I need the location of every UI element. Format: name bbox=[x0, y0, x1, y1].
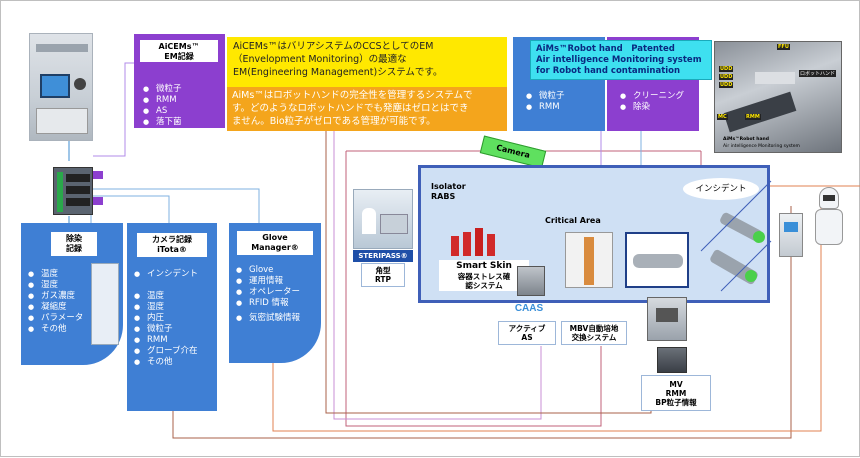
decon-item-list: 温度 湿度 ガス濃度 凝縮度 パラメータ その他 bbox=[27, 269, 83, 335]
list-item: 湿度 bbox=[133, 302, 198, 313]
steripass-photo bbox=[353, 189, 413, 249]
mc-label: MC bbox=[717, 114, 728, 120]
glove-manager-box: Glove Manager® Glove 運用情報 オペレーター RFID 情報… bbox=[229, 223, 321, 363]
mv-device-image bbox=[647, 297, 687, 341]
ffu-label: FFU bbox=[777, 44, 790, 50]
list-item: その他 bbox=[27, 324, 83, 335]
list-item: グローブ介在 bbox=[133, 346, 198, 357]
aicems-item-list: 微粒子 RMM AS 落下菌 bbox=[142, 84, 182, 128]
list-item: Glove bbox=[235, 265, 300, 276]
list-item: RMM bbox=[133, 335, 198, 346]
list-item: 気密試験情報 bbox=[235, 313, 300, 324]
steripass-label: 角型 RTP bbox=[361, 263, 405, 287]
list-item: クリーニング bbox=[619, 91, 684, 102]
robot-caption-2: Air intelligence Monitoring system bbox=[723, 144, 800, 149]
aims-header: AiMs™Robot hand Patented Air intelligenc… bbox=[530, 40, 712, 80]
list-item: RFID 情報 bbox=[235, 298, 300, 309]
camera-record-box: カメラ記録 iTota® インシデント . 温度 湿度 内圧 微粒子 RMM グ… bbox=[127, 223, 217, 411]
network-switch-image bbox=[53, 167, 93, 215]
list-item: 微粒子 bbox=[142, 84, 182, 95]
list-item: RMM bbox=[525, 102, 565, 113]
isolator-title: Isolator RABS bbox=[431, 182, 466, 201]
list-item: 湿度 bbox=[27, 280, 83, 291]
log-sheet-image bbox=[91, 263, 119, 345]
rmm-device-image bbox=[657, 347, 687, 373]
camera-item-list: インシデント . 温度 湿度 内圧 微粒子 RMM グローブ介在 その他 bbox=[133, 269, 198, 368]
connector-aicems-switch bbox=[93, 62, 134, 157]
glove-title: Glove Manager® bbox=[237, 231, 313, 255]
connector-bottom-loop-2 bbox=[272, 206, 822, 432]
aicems-title: AiCEMs™ EM記録 bbox=[140, 40, 218, 62]
caas-logo: CAAS bbox=[514, 303, 544, 314]
smart-skin-label: Smart Skin 容器ストレス確 認システム bbox=[439, 260, 529, 291]
udd-label-1: UDD bbox=[719, 66, 734, 72]
list-item: 内圧 bbox=[133, 313, 198, 324]
scanner-wand-image bbox=[705, 232, 769, 288]
list-item: インシデント bbox=[133, 269, 198, 280]
list-item: AS bbox=[142, 106, 182, 117]
list-item: ガス濃度 bbox=[27, 291, 83, 302]
glove-item-list: Glove 運用情報 オペレーター RFID 情報 . 気密試験情報 bbox=[235, 265, 300, 324]
active-as-label: アクティブ AS bbox=[498, 321, 556, 345]
smart-skin-bottles-image bbox=[449, 226, 503, 258]
connector-bottom-loop-1 bbox=[172, 206, 792, 439]
list-item: 微粒子 bbox=[525, 91, 565, 102]
robot-hand-photo: FFU UDD UDD UDD ロボットハンド MC RMM AiMs™Robo… bbox=[714, 41, 842, 153]
aicems-em-record-box: AiCEMs™ EM記録 微粒子 RMM AS 落下菌 bbox=[134, 34, 225, 128]
camera-title: カメラ記録 iTota® bbox=[137, 233, 207, 257]
aims-callout: AiMs™はロボットハンドの完全性を管理するシステムで す。どのようなロボットハ… bbox=[227, 87, 507, 131]
connector-purple-loop bbox=[333, 121, 542, 420]
robot-hand-label: ロボットハンド bbox=[799, 70, 837, 77]
isolator-panel: Isolator RABS Critical Area インシデント Smart… bbox=[418, 165, 770, 303]
connector-switch-glove bbox=[93, 188, 260, 223]
robot-hand-image bbox=[625, 232, 689, 288]
connector-bottom-loop-3 bbox=[345, 151, 602, 427]
glove-tester-image bbox=[779, 213, 803, 257]
list-item: 凝縮度 bbox=[27, 302, 83, 313]
scanner-wand-upper-image bbox=[718, 211, 769, 251]
isolator-photo bbox=[29, 33, 93, 141]
robot-caption-1: AiMs™Robot hand bbox=[723, 137, 769, 142]
critical-area-label: Critical Area bbox=[545, 216, 601, 225]
aims-purple-item-list: クリーニング 除染 bbox=[619, 91, 684, 113]
rmm-label: RMM bbox=[745, 114, 761, 120]
list-item: 落下菌 bbox=[142, 117, 182, 128]
switch-arrow-top-icon bbox=[93, 171, 103, 179]
list-item: 微粒子 bbox=[133, 324, 198, 335]
udd-label-2: UDD bbox=[719, 74, 734, 80]
decon-title: 除染 記録 bbox=[51, 232, 97, 256]
mbv-label: MBV自動培地 交換システム bbox=[561, 321, 627, 345]
list-item: 除染 bbox=[619, 102, 684, 113]
active-as-device-image bbox=[517, 266, 545, 296]
connector-switch-camera bbox=[93, 195, 170, 223]
mv-label: MV RMM BP粒子情報 bbox=[641, 375, 711, 411]
list-item: パラメータ bbox=[27, 313, 83, 324]
list-item: その他 bbox=[133, 357, 198, 368]
list-item: 温度 bbox=[133, 291, 198, 302]
list-item: 温度 bbox=[27, 269, 83, 280]
list-item: 運用情報 bbox=[235, 276, 300, 287]
list-item: オペレーター bbox=[235, 287, 300, 298]
incident-badge: インシデント bbox=[683, 178, 759, 200]
list-item: RMM bbox=[142, 95, 182, 106]
aims-blue-item-list: 微粒子 RMM bbox=[525, 91, 565, 113]
switch-arrow-bottom-icon bbox=[93, 197, 103, 205]
em-callout: AiCEMs™はバリアシステムのCCSとしてのEM （Envelopment M… bbox=[227, 37, 507, 89]
steripass-logo: STERIPASS® bbox=[353, 250, 413, 262]
decon-record-box: 除染 記録 温度 湿度 ガス濃度 凝縮度 パラメータ その他 bbox=[21, 223, 123, 365]
operator-image bbox=[811, 187, 847, 247]
mbv-device-image bbox=[565, 232, 613, 288]
udd-label-3: UDD bbox=[719, 82, 734, 88]
